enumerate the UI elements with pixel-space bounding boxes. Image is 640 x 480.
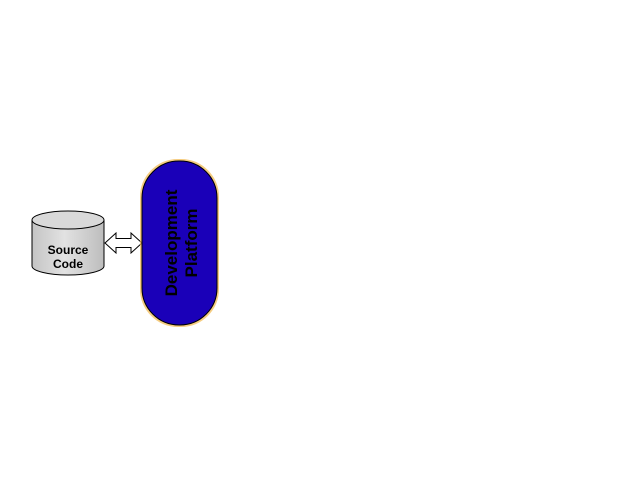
development-platform-glow: [140, 159, 219, 327]
database-cylinder-top: [31, 210, 105, 230]
bidirectional-arrow: [104, 231, 143, 255]
source-code-label-line1: Source: [48, 243, 89, 257]
source-code-database[interactable]: Source Code: [31, 210, 105, 276]
development-platform-shape: [141, 160, 218, 326]
development-platform-label-line1: Development: [162, 189, 181, 296]
database-cylinder-body: [31, 220, 105, 276]
source-code-label-line2: Code: [53, 257, 83, 271]
development-platform-label-line2: Platform: [182, 209, 201, 278]
development-platform-node[interactable]: Development Platform: [140, 159, 219, 327]
